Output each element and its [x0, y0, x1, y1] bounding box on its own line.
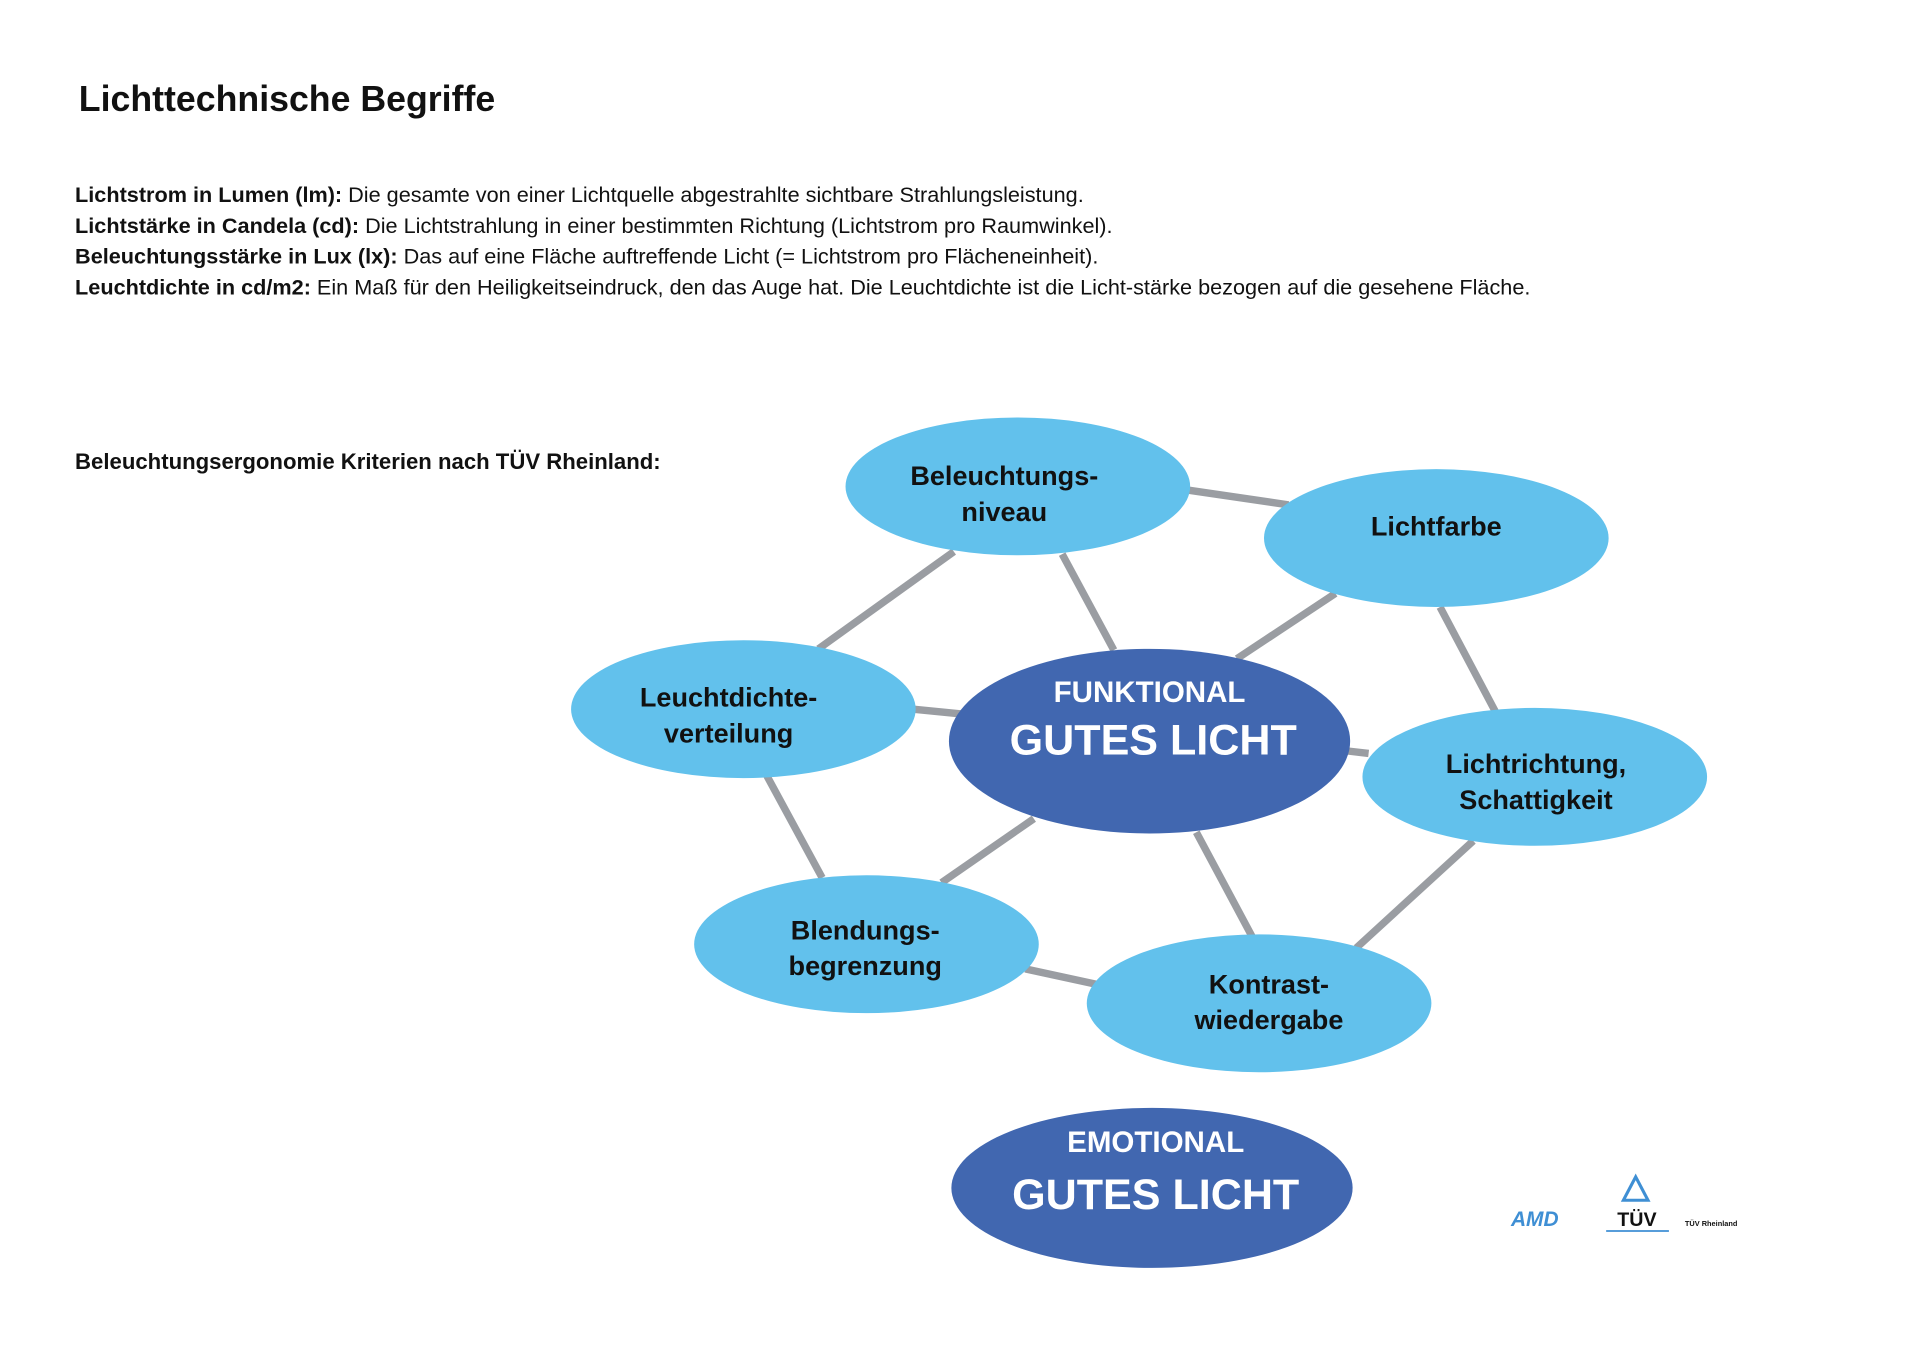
node-label: Lichtfarbe — [1371, 511, 1502, 542]
node-label: Blendungs- — [791, 914, 940, 945]
edge — [763, 773, 826, 880]
node-label: begrenzung — [789, 950, 942, 981]
edge — [1234, 590, 1338, 662]
definition-text: Ein Maß für den Heiligkeitseindruck, den… — [311, 274, 1530, 299]
tuv-logo-text: TÜV — [1617, 1208, 1656, 1231]
definition-lichtstaerke: Lichtstärke in Candela (cd): Die Lichtst… — [75, 213, 1112, 238]
node-kontrastwiedergabe: Kontrast- wiedergabe — [1086, 934, 1432, 1073]
definition-lichtstrom: Lichtstrom in Lumen (lm): Die gesamte vo… — [75, 182, 1084, 207]
node-label: Lichtrichtung, — [1446, 748, 1626, 779]
node-blendungsbegrenzung: Blendungs- begrenzung — [694, 875, 1039, 1014]
definition-text: Das auf eine Fläche auftreffende Licht (… — [398, 244, 1099, 269]
edge — [1187, 486, 1290, 509]
node-lichtrichtung: Lichtrichtung, Schattigkeit — [1362, 707, 1708, 846]
edge — [1353, 838, 1476, 951]
amd-logo: AMD — [1510, 1208, 1559, 1231]
node-label: wiedergabe — [1193, 1004, 1343, 1035]
emotional-subtitle: EMOTIONAL — [1067, 1126, 1244, 1159]
diagram-edges — [763, 486, 1499, 989]
node-label: niveau — [961, 496, 1047, 527]
node-leuchtdichteverteilung: Leuchtdichte- verteilung — [571, 640, 916, 779]
edge — [1347, 747, 1370, 758]
term: Lichtstärke in Candela (cd): — [75, 213, 359, 238]
edge — [939, 815, 1036, 886]
center-subtitle: FUNKTIONAL — [1054, 676, 1246, 709]
tuv-logo: TÜV — [1606, 1173, 1669, 1232]
node-label: verteilung — [664, 717, 793, 748]
center-funktional: FUNKTIONAL GUTES LICHT — [948, 648, 1351, 834]
node-label: Kontrast- — [1209, 968, 1329, 999]
node-beleuchtungsniveau: Beleuchtungs- niveau — [845, 417, 1191, 556]
edge — [816, 548, 956, 652]
term: Lichtstrom in Lumen (lm): — [75, 182, 342, 207]
edge — [1436, 605, 1499, 714]
definition-beleuchtungsstaerke: Beleuchtungsstärke in Lux (lx): Das auf … — [75, 244, 1098, 269]
definitions: Lichtstrom in Lumen (lm): Die gesamte vo… — [75, 182, 1530, 299]
term: Beleuchtungsstärke in Lux (lx): — [75, 244, 397, 269]
node-label: Leuchtdichte- — [640, 682, 817, 713]
definition-leuchtdichte: Leuchtdichte in cd/m2: Ein Maß für den H… — [75, 274, 1530, 299]
node-lichtfarbe: Lichtfarbe — [1264, 469, 1609, 607]
edge — [1193, 830, 1257, 940]
logos: AMD TÜV TÜV Rheinland — [1510, 1173, 1738, 1232]
node-label: Schattigkeit — [1459, 784, 1612, 815]
edge — [1024, 965, 1100, 989]
edge — [1058, 552, 1118, 652]
definition-text: Die Lichtstrahlung in einer bestimmten R… — [359, 213, 1112, 238]
emotional-ellipse: EMOTIONAL GUTES LICHT — [951, 1107, 1353, 1268]
term: Leuchtdichte in cd/m2: — [75, 274, 311, 299]
emotional-title: GUTES LICHT — [1012, 1171, 1299, 1219]
edge — [912, 705, 963, 718]
definition-text: Die gesamte von einer Lichtquelle abgest… — [342, 182, 1084, 207]
page-title: Lichttechnische Begriffe — [79, 79, 495, 119]
node-label: Beleuchtungs- — [910, 460, 1098, 491]
criteria-heading: Beleuchtungsergonomie Kriterien nach TÜV… — [75, 449, 661, 474]
tuv-triangle-icon — [1620, 1173, 1651, 1202]
tuv-rheinland-label: TÜV Rheinland — [1685, 1219, 1738, 1228]
center-title: GUTES LICHT — [1010, 717, 1297, 765]
